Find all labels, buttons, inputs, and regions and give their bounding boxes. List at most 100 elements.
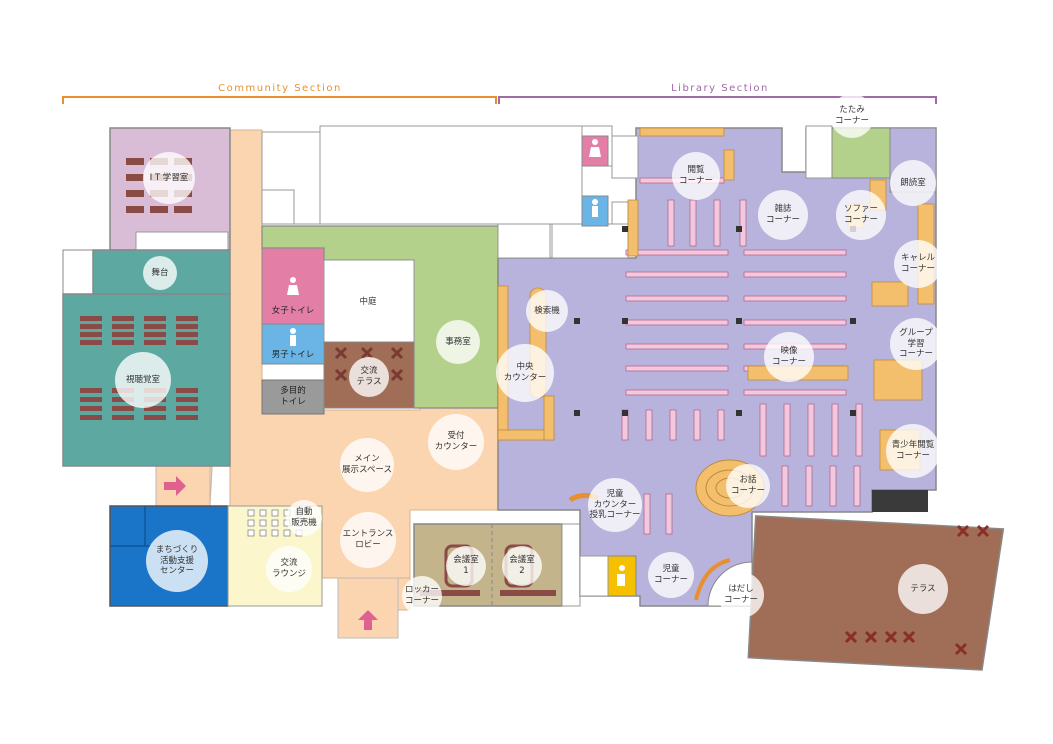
av-seat xyxy=(144,340,166,345)
lounge-seat xyxy=(259,519,267,527)
av-seat xyxy=(176,406,198,411)
bookshelf xyxy=(743,389,847,396)
outdoor-terrace xyxy=(747,515,1005,671)
bookshelf xyxy=(783,403,791,457)
bookshelf xyxy=(625,389,729,396)
lounge-seat xyxy=(271,509,279,517)
av-seat xyxy=(80,332,102,337)
side-arrow-icon xyxy=(164,476,186,496)
story-corner-label[interactable]: お話 コーナー xyxy=(726,464,770,508)
sofa-label[interactable]: ソファー コーナー xyxy=(836,190,886,240)
bookshelf xyxy=(665,493,673,535)
lounge-seat xyxy=(247,509,255,517)
bookshelf xyxy=(739,199,747,247)
exchange-terrace-label[interactable]: 交流 テラス xyxy=(349,357,389,397)
machizukuri-label[interactable]: まちづくり 活動支援 センター xyxy=(146,530,208,592)
lounge-seat xyxy=(271,529,279,537)
bookshelf xyxy=(855,403,863,457)
vending-label[interactable]: 自動 販売機 xyxy=(286,500,322,536)
office-label[interactable]: 事務室 xyxy=(436,320,480,364)
library-section-bracket xyxy=(498,96,937,104)
terrace-x-mark xyxy=(844,630,858,644)
reading-room-label[interactable]: 朗読室 xyxy=(890,160,936,206)
av-hall-label[interactable]: 視聴覚室 xyxy=(115,352,171,408)
terrace-x-mark xyxy=(976,524,990,538)
meeting1-label[interactable]: 会議室 1 xyxy=(446,546,486,586)
group-study-label[interactable]: グループ 学習 コーナー xyxy=(890,318,942,370)
locker-label[interactable]: ロッカー コーナー xyxy=(402,576,442,616)
entrance-lobby-label[interactable]: エントランス ロビー xyxy=(340,512,396,568)
bookshelf xyxy=(717,409,725,441)
stage-label[interactable]: 舞台 xyxy=(143,256,177,290)
av-seat xyxy=(144,332,166,337)
av-seat xyxy=(80,415,102,420)
terrace-label[interactable]: テラス xyxy=(898,564,948,614)
community-section-bracket xyxy=(62,96,497,104)
av-seat xyxy=(112,340,134,345)
bookshelf xyxy=(805,465,813,507)
bookshelf xyxy=(625,365,729,372)
bookshelf xyxy=(743,319,847,326)
terrace-x-mark xyxy=(864,630,878,644)
search-machine-label[interactable]: 検索機 xyxy=(526,290,568,332)
kids-corner-label[interactable]: 児童 コーナー xyxy=(648,552,694,598)
av-seat xyxy=(80,397,102,402)
av-seat xyxy=(176,316,198,321)
bookshelf xyxy=(625,319,729,326)
av-seat xyxy=(176,324,198,329)
av-seat xyxy=(112,316,134,321)
av-seat xyxy=(80,324,102,329)
lounge-label[interactable]: 交流 ラウンジ xyxy=(266,546,312,592)
womens-toilet-label[interactable]: 女子トイレ xyxy=(271,305,315,316)
bookshelf xyxy=(645,409,653,441)
av-seat xyxy=(144,415,166,420)
library-section-title: Library Section xyxy=(671,83,769,94)
reception-label[interactable]: 受付 カウンター xyxy=(428,414,484,470)
courtyard-label[interactable]: 中庭 xyxy=(348,282,388,322)
terrace-x-mark xyxy=(902,630,916,644)
av-seat xyxy=(144,324,166,329)
bookshelf xyxy=(759,403,767,457)
bookshelf xyxy=(743,295,847,302)
av-seat xyxy=(176,397,198,402)
bookshelf xyxy=(743,249,847,256)
bookshelf xyxy=(625,295,729,302)
community-section-title: Community Section xyxy=(218,83,342,94)
mens-toilet-label[interactable]: 男子トイレ xyxy=(271,349,315,360)
lounge-seat xyxy=(247,529,255,537)
meeting2-label[interactable]: 会議室 2 xyxy=(502,546,542,586)
bookshelf xyxy=(693,409,701,441)
bookshelf xyxy=(643,493,651,535)
lounge-seat xyxy=(259,509,267,517)
av-seat xyxy=(176,415,198,420)
youth-label[interactable]: 青少年閲覧 コーナー xyxy=(886,424,940,478)
barefoot-label[interactable]: はだし コーナー xyxy=(718,572,764,618)
av-seat xyxy=(80,388,102,393)
terrace-x-mark xyxy=(956,524,970,538)
tatami-label[interactable]: たたみ コーナー xyxy=(830,94,874,138)
bookshelf xyxy=(781,465,789,507)
av-seat xyxy=(112,324,134,329)
bookshelf xyxy=(669,409,677,441)
kids-counter-label[interactable]: 児童 カウンター 授乳コーナー xyxy=(588,478,642,532)
av-seat xyxy=(112,415,134,420)
carrel-label[interactable]: キャレル コーナー xyxy=(894,240,942,288)
av-seat xyxy=(80,340,102,345)
lounge-seat xyxy=(283,529,291,537)
it-room-label[interactable]: I T 学習室 xyxy=(143,152,195,204)
browsing-label[interactable]: 閲覧 コーナー xyxy=(672,152,720,200)
bookshelf xyxy=(625,343,729,350)
magazine-label[interactable]: 雑誌 コーナー xyxy=(758,190,808,240)
bookshelf xyxy=(743,271,847,278)
av-seat xyxy=(144,406,166,411)
tatami-area xyxy=(831,127,891,179)
multipurpose-toilet xyxy=(261,379,325,415)
lounge-seat xyxy=(271,519,279,527)
bookshelf xyxy=(829,465,837,507)
multipurpose-toilet-label[interactable]: 多目的 トイレ xyxy=(280,386,306,407)
terrace-x-mark xyxy=(954,642,968,656)
terrace-x-mark xyxy=(884,630,898,644)
central-counter-label[interactable]: 中央 カウンター xyxy=(496,344,554,402)
main-exhibit-label[interactable]: メイン 展示スペース xyxy=(340,438,394,492)
video-label[interactable]: 映像 コーナー xyxy=(764,332,814,382)
